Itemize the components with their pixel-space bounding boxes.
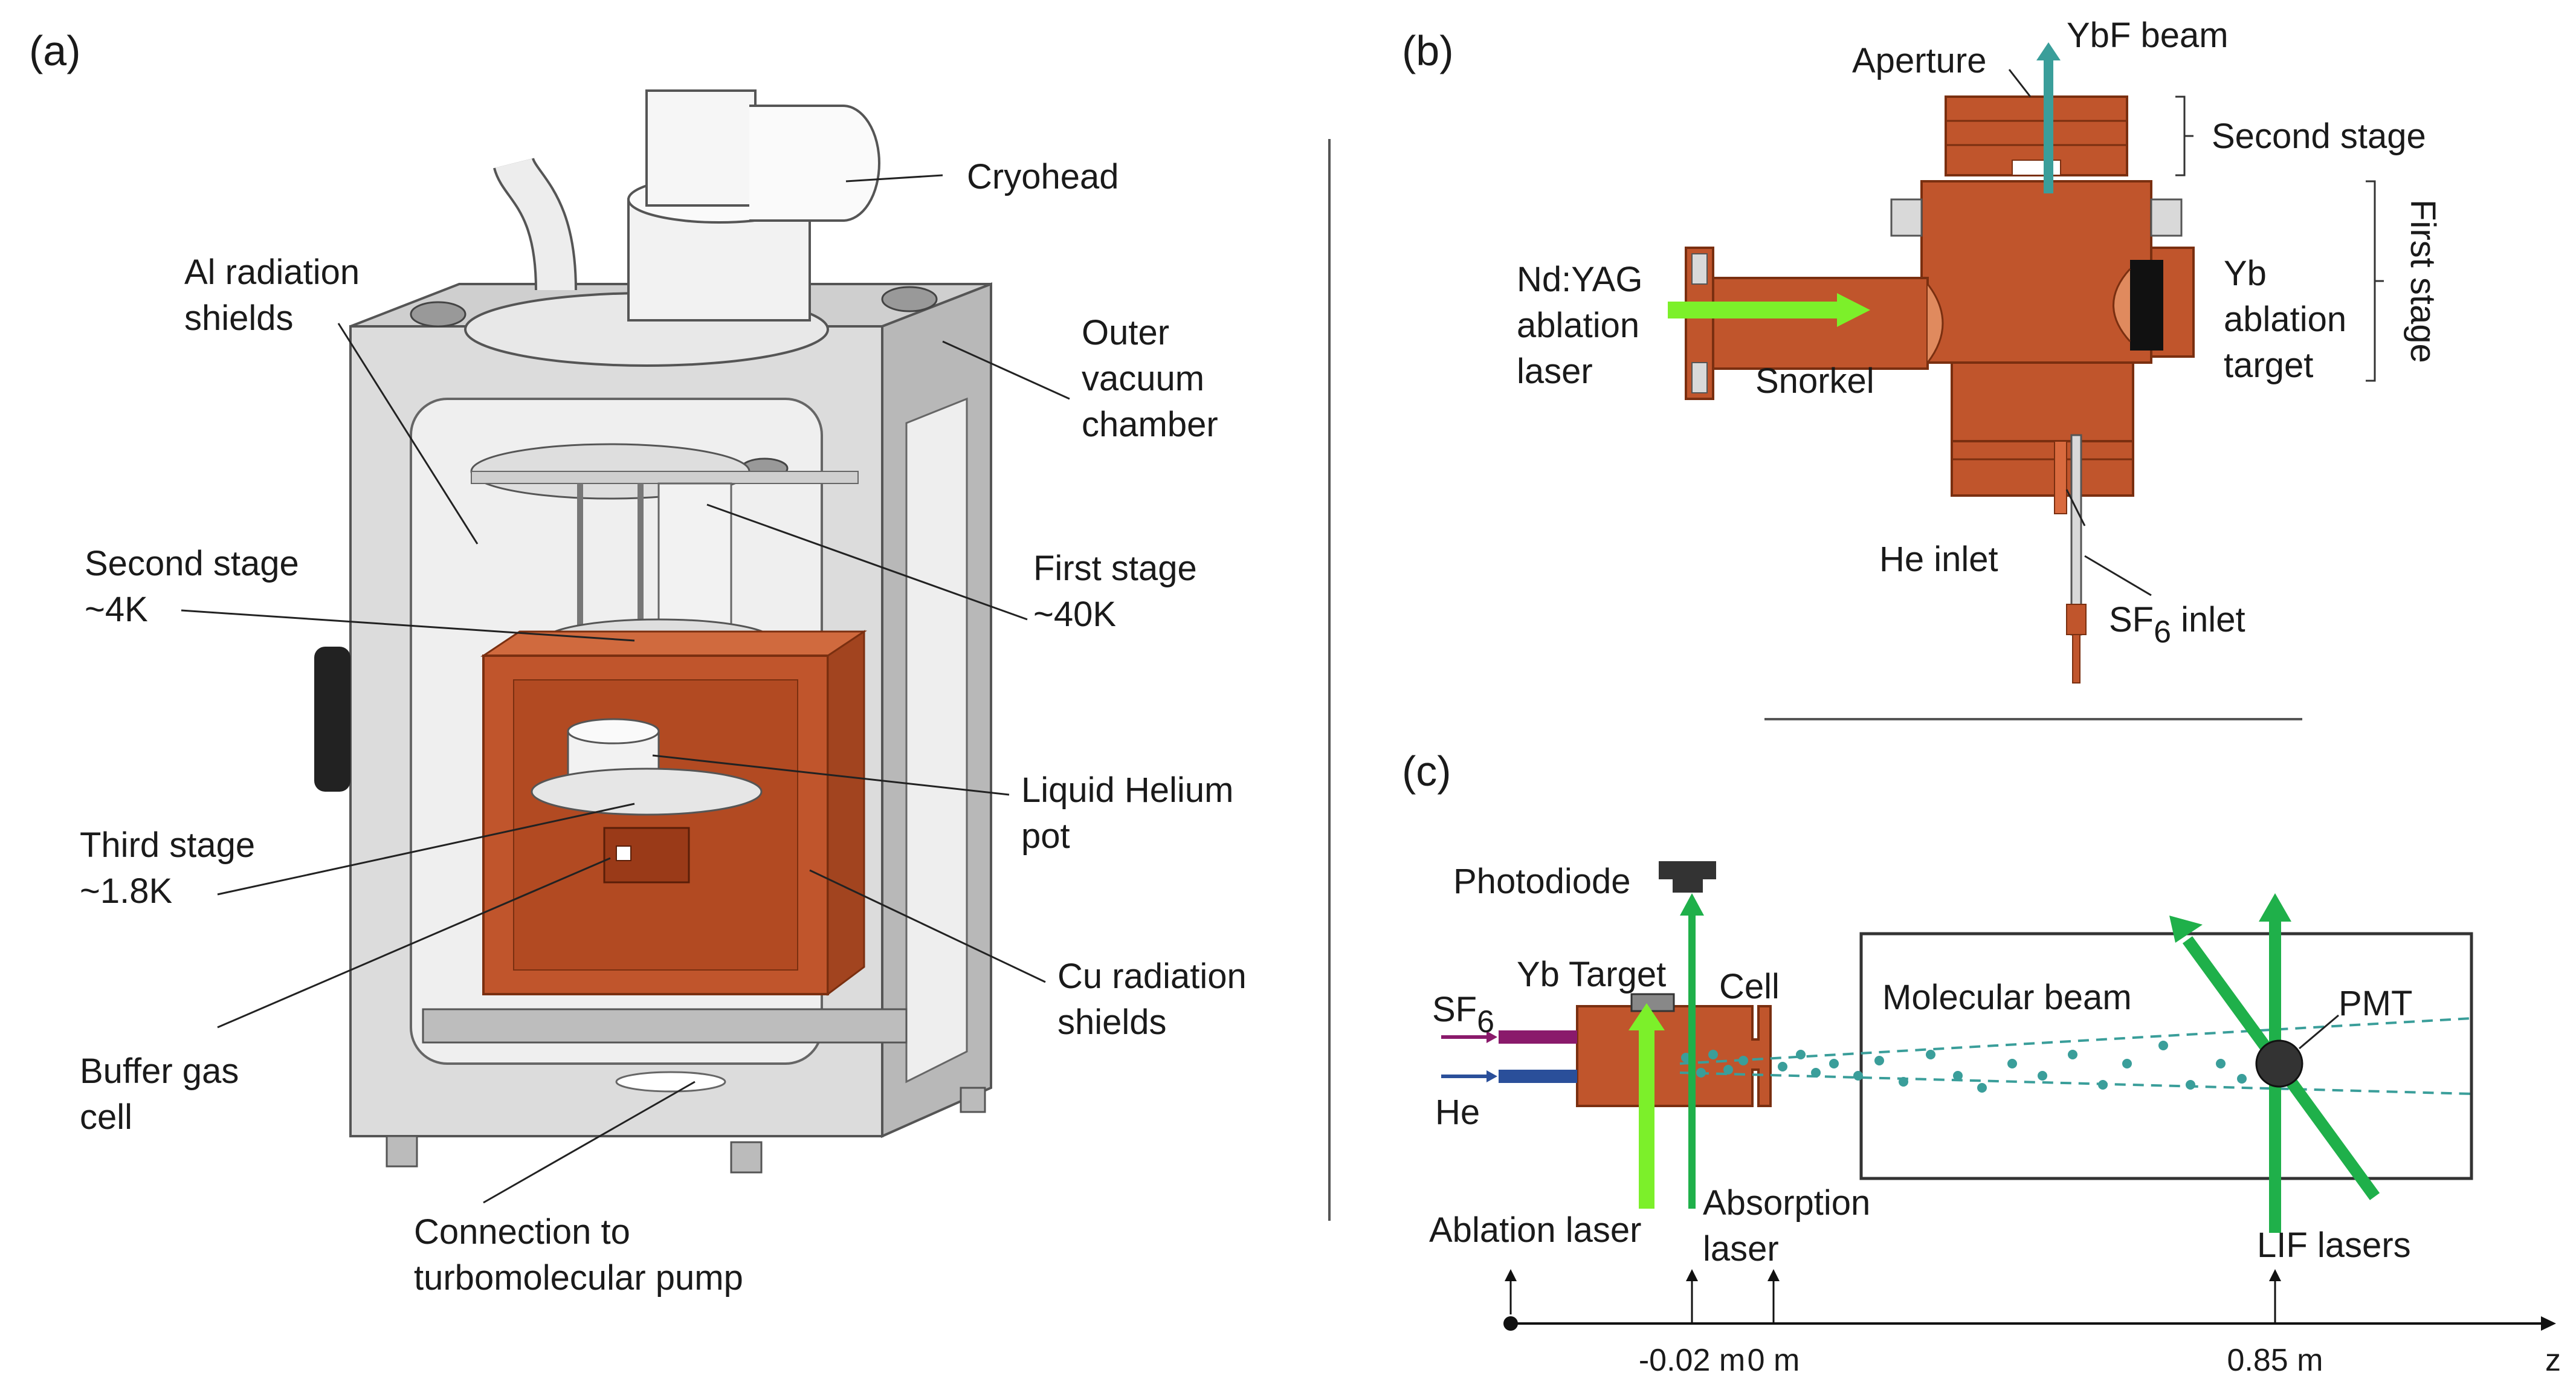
sf6-tube [1499, 1030, 1577, 1044]
panel-b-labels: Aperture YbF beam Second stage First sta… [1517, 16, 2442, 650]
label-ndyag-1: Nd:YAG [1517, 260, 1642, 299]
label-outer-2: vacuum [1082, 359, 1204, 398]
label-buffer-2: cell [80, 1097, 132, 1137]
label-sf6: SF6 [1432, 990, 1494, 1039]
label-ndyag-2: ablation [1517, 306, 1639, 345]
z-axis: -0.02 m 0 m 0.85 m z [1503, 1269, 2561, 1378]
label-al-shields-2: shields [184, 299, 294, 338]
label-cell: Cell [1719, 967, 1780, 1006]
label-third-stage-2: ~1.8K [80, 871, 172, 911]
beamline-schematic [1441, 861, 2473, 1233]
second-stage-column [657, 482, 732, 642]
tick-label-minus-002: -0.02 m [1639, 1343, 1745, 1378]
label-aperture: Aperture [1852, 41, 1986, 80]
label-yb-3: target [2224, 346, 2313, 385]
label-ablation-laser: Ablation laser [1429, 1210, 1641, 1250]
label-cu-2: shields [1057, 1003, 1167, 1042]
ndyag-arrow [1668, 293, 1870, 327]
label-snorkel: Snorkel [1755, 361, 1874, 401]
snorkel [1709, 277, 1929, 370]
label-turbo-2: turbomolecular pump [414, 1258, 743, 1298]
panel-b-leaders [2008, 69, 2152, 596]
label-turbo-1: Connection to [414, 1212, 630, 1252]
label-absorption-1: Absorption [1703, 1183, 1870, 1223]
yb-target [2130, 260, 2163, 351]
cell-main-body [1920, 180, 2152, 364]
cell-cross-section [1685, 95, 2195, 684]
cu-shield-side [827, 630, 865, 996]
detection-chamber [1859, 932, 2473, 1180]
ybf-beam-arrow [2036, 42, 2061, 193]
yb-target-schematic [1630, 993, 1675, 1012]
he-inlet-tube [2054, 441, 2067, 514]
cryostat-drawing [314, 89, 992, 1174]
panel-b-tag: (b) [1402, 27, 1454, 74]
label-outer-3: chamber [1082, 405, 1218, 444]
label-he: He [1435, 1093, 1480, 1132]
label-third-stage-1: Third stage [80, 826, 255, 865]
label-al-shields-1: Al radiation [184, 253, 360, 292]
label-first-stage-2: ~40K [1033, 595, 1116, 634]
bracket-first-stage [2366, 180, 2384, 382]
beam-envelope-upper [1679, 1017, 2472, 1065]
axis-label-z: z [2545, 1343, 2561, 1378]
he-tube [1499, 1070, 1577, 1083]
panel-a-tag: (a) [29, 27, 81, 74]
label-second-stage-2: ~4K [85, 590, 148, 629]
panel-c-labels: Photodiode Yb Target Cell Molecular beam… [1429, 862, 2412, 1269]
tick-label-0: 0 m [1748, 1343, 1800, 1378]
label-outer-1: Outer [1082, 313, 1169, 352]
cell-schematic [1576, 1005, 1772, 1107]
label-sf6-inlet: SF6 inlet [2109, 600, 2245, 650]
label-lhe-2: pot [1021, 816, 1070, 856]
side-window [905, 397, 968, 1084]
label-he-inlet: He inlet [1879, 540, 1998, 579]
label-second-stage-1: Second stage [85, 544, 299, 583]
bracket-second-stage [2175, 95, 2193, 176]
beam-envelope-lower [1679, 1071, 2472, 1095]
label-second-stage-b: Second stage [2212, 117, 2426, 156]
bottom-grill [422, 1008, 908, 1044]
side-port [314, 647, 350, 792]
third-stage-plate [531, 768, 763, 816]
label-lif-lasers: LIF lasers [2257, 1226, 2411, 1265]
port-right [881, 286, 938, 312]
panel-c-tag: (c) [1402, 748, 1451, 795]
label-ndyag-3: laser [1517, 352, 1593, 391]
pmt [2255, 1039, 2303, 1088]
label-molecular-beam: Molecular beam [1882, 978, 2132, 1017]
label-pmt: PMT [2339, 984, 2412, 1023]
label-lhe-1: Liquid Helium [1021, 771, 1233, 810]
label-first-stage-b: First stage [2403, 199, 2442, 363]
label-first-stage-1: First stage [1033, 549, 1197, 588]
photodiode [1659, 861, 1716, 879]
label-yb-2: ablation [2224, 300, 2346, 339]
tick-label-085: 0.85 m [2227, 1343, 2323, 1378]
label-buffer-1: Buffer gas [80, 1052, 239, 1091]
port-left [410, 301, 466, 328]
panel-a-leaders [181, 174, 1070, 1204]
cell-lower-body [1951, 361, 2134, 442]
panel-a-labels: Cryohead Al radiation shields Outer vacu… [80, 157, 1247, 1298]
label-ybf-beam: YbF beam [2067, 16, 2229, 55]
label-photodiode: Photodiode [1453, 862, 1630, 901]
label-cu-1: Cu radiation [1057, 957, 1247, 996]
cell-bottom-flange [1951, 440, 2134, 497]
label-cryohead: Cryohead [967, 157, 1119, 196]
cryohead-block [645, 89, 757, 207]
molecule-dots [1681, 1041, 2247, 1093]
label-absorption-2: laser [1703, 1229, 1779, 1269]
cryohead-motor-body [749, 106, 843, 221]
label-yb-target: Yb Target [1517, 955, 1666, 994]
label-yb-1: Yb [2224, 254, 2267, 293]
